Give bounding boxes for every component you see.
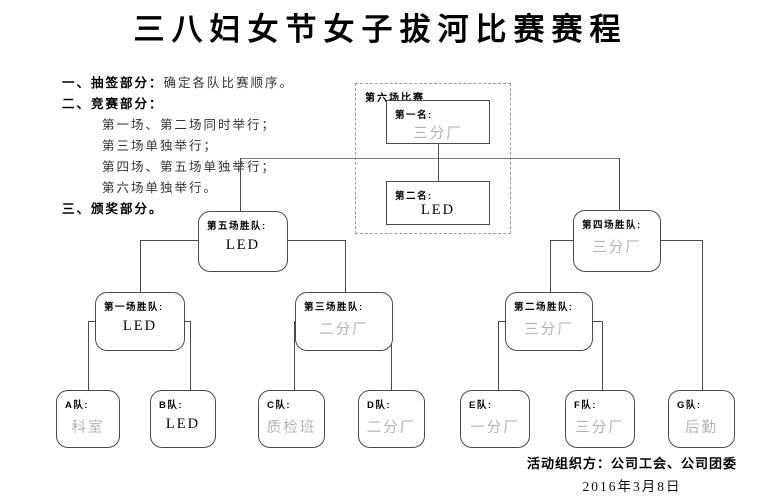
match2-winner-box: 第二场胜队: 三分厂: [505, 292, 593, 351]
match4-winner-label: 第四场胜队:: [582, 220, 642, 231]
connector-line: [240, 158, 620, 159]
team-d-value: 二分厂: [366, 420, 417, 436]
match1-winner-value: LED: [122, 318, 158, 334]
team-g-value: 后勤: [685, 420, 718, 436]
note-item-2-sub-4: 第六场单独举行。: [102, 181, 219, 195]
team-b-box: B队: LED: [150, 390, 216, 448]
first-place-box: 第一名: 三分厂: [386, 100, 490, 144]
connector-line: [438, 144, 439, 182]
team-a-label: A队:: [65, 400, 90, 411]
connector-line: [88, 321, 97, 322]
page-title: 三八妇女节女子拔河比赛赛程: [133, 12, 628, 47]
first-place-value: 三分厂: [413, 126, 463, 142]
connector-line: [592, 321, 602, 322]
match5-winner-box: 第五场胜队: LED: [198, 211, 288, 272]
connector-line: [498, 321, 506, 322]
match2-winner-label: 第二场胜队:: [514, 302, 574, 313]
event-date: 2016年3月8日: [582, 479, 682, 494]
match3-winner-label: 第三场胜队:: [304, 302, 364, 313]
team-d-box: D队: 二分厂: [358, 390, 425, 448]
connector-line: [140, 240, 198, 241]
match3-winner-box: 第三场胜队: 二分厂: [295, 292, 393, 351]
connector-line: [602, 321, 603, 391]
connector-line: [550, 240, 573, 241]
note-item-1-text: 确定各队比赛顺序。: [163, 76, 295, 90]
connector-line: [619, 158, 620, 210]
team-f-value: 三分厂: [575, 420, 625, 436]
note-item-2-sub-1: 第一场、第二场同时举行；: [102, 118, 277, 132]
match5-winner-label: 第五场胜队:: [207, 221, 267, 232]
match4-winner-box: 第四场胜队: 三分厂: [573, 210, 661, 272]
team-c-label: C队:: [267, 400, 292, 411]
connector-line: [240, 158, 241, 211]
footer: 活动组织方：公司工会、公司团委 2016年3月8日: [527, 453, 737, 495]
team-c-box: C队: 质检班: [258, 390, 325, 448]
team-e-label: E队:: [469, 400, 493, 411]
note-item-1: 一、抽签部分：确定各队比赛顺序。: [62, 73, 362, 94]
team-d-label: D队:: [367, 400, 392, 411]
note-item-3-label: 三、颁奖部分。: [62, 202, 164, 216]
connector-line: [185, 321, 190, 322]
connector-line: [190, 321, 191, 391]
match1-winner-box: 第一场胜队: LED: [95, 292, 185, 351]
second-place-value: LED: [420, 202, 456, 218]
organizer-line: 活动组织方：公司工会、公司团委: [527, 453, 737, 472]
match2-winner-value: 三分厂: [524, 322, 574, 338]
note-item-3: 三、颁奖部分。: [62, 199, 362, 220]
connector-line: [288, 240, 345, 241]
note-item-2-label: 二、竞赛部分：: [62, 97, 164, 111]
note-item-2-sub-2: 第三场单独举行；: [102, 139, 219, 153]
connector-line: [391, 321, 392, 391]
match3-winner-value: 二分厂: [319, 322, 369, 338]
note-item-2: 二、竞赛部分：: [62, 94, 362, 115]
team-b-value: LED: [165, 416, 201, 432]
team-e-box: E队: 一分厂: [460, 390, 530, 448]
connector-line: [88, 321, 89, 391]
team-e-value: 一分厂: [470, 420, 520, 436]
connector-line: [702, 240, 703, 390]
second-place-label: 第二名:: [395, 191, 433, 202]
note-item-1-label: 一、抽签部分：: [62, 76, 164, 90]
connector-line: [498, 321, 499, 391]
match5-winner-value: LED: [225, 237, 261, 253]
team-f-label: F队:: [574, 400, 597, 411]
connector-line: [140, 240, 141, 293]
note-item-2-sub-3: 第四场、第五场单独举行；: [102, 160, 277, 174]
organizer-label: 活动组织方：: [526, 456, 611, 471]
second-place-box: 第二名: LED: [386, 181, 490, 225]
team-g-box: G队: 后勤: [668, 390, 735, 448]
connector-line: [345, 240, 346, 293]
team-g-label: G队:: [677, 400, 702, 411]
match1-winner-label: 第一场胜队:: [104, 302, 164, 313]
notes-section: 一、抽签部分：确定各队比赛顺序。 二、竞赛部分： 第一场、第二场同时举行； 第三…: [62, 73, 362, 220]
first-place-label: 第一名:: [395, 110, 433, 121]
team-a-box: A队: 科室: [56, 390, 120, 448]
team-c-value: 质检班: [266, 420, 317, 436]
team-f-box: F队: 三分厂: [565, 390, 635, 448]
match4-winner-value: 三分厂: [592, 240, 642, 256]
team-a-value: 科室: [71, 420, 105, 436]
connector-line: [661, 240, 702, 241]
final-match-title: 第六场比赛: [365, 93, 425, 104]
team-b-label: B队:: [159, 400, 184, 411]
connector-line: [294, 321, 295, 391]
organizer-names: 公司工会、公司团委: [610, 456, 737, 471]
connector-line: [550, 240, 551, 293]
